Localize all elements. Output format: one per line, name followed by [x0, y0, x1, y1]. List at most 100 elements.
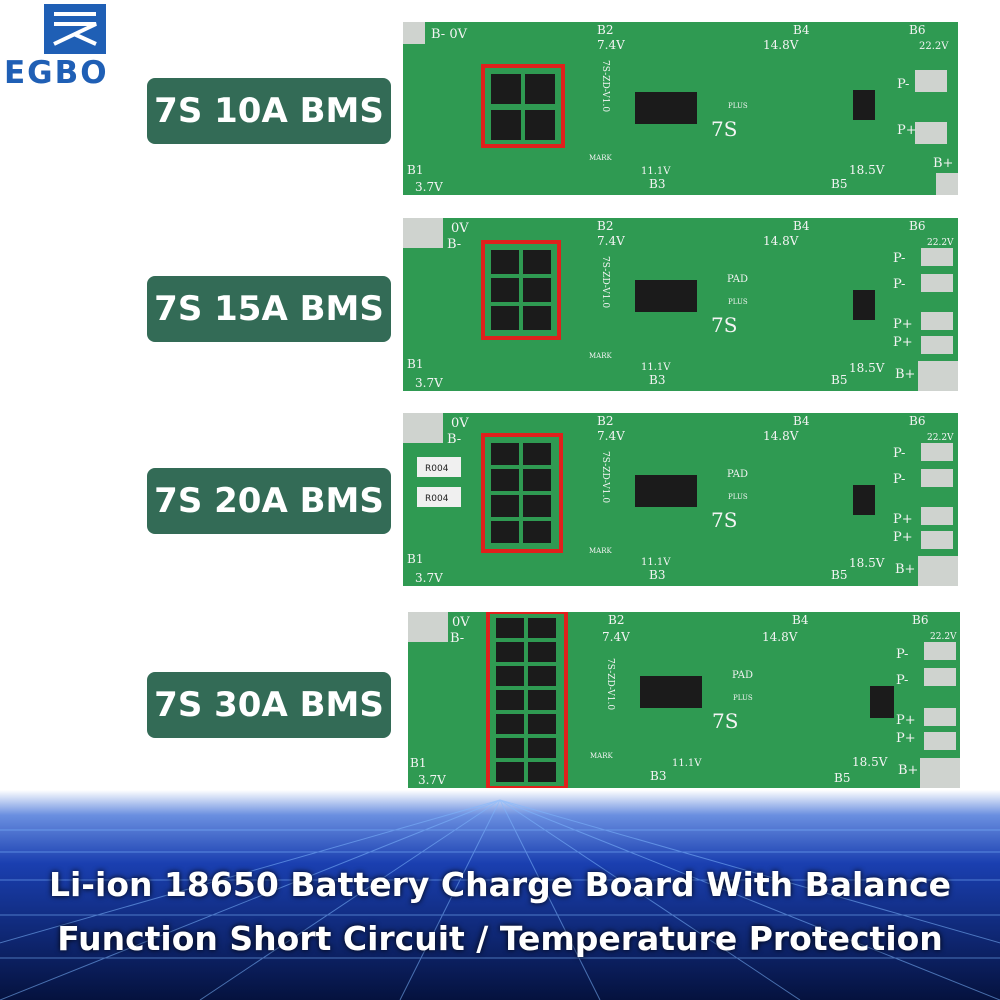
- pcb-board-15a: 0V B- B2 7.4V B4 14.8V B6 22.2V P- P- P+…: [403, 218, 958, 391]
- board-label-mark: MARK: [589, 352, 612, 360]
- board-label-b-minus: B-: [450, 631, 464, 646]
- mosfet-highlight-box: [481, 433, 563, 553]
- board-label-7s: 7S: [711, 508, 737, 532]
- board-label-b1: B1: [407, 163, 423, 177]
- board-label-p-plus-1: P+: [896, 713, 916, 728]
- board-label-222v: 22.2V: [919, 41, 949, 52]
- board-label-version: 7S-ZD-V1.0: [600, 451, 610, 503]
- board-label-222v: 22.2V: [927, 433, 954, 443]
- board-label-p-plus: P+: [897, 123, 917, 138]
- board-label-111v: 11.1V: [641, 362, 671, 373]
- board-label-b-plus: B+: [933, 156, 953, 171]
- board-label-37v: 3.7V: [415, 180, 443, 194]
- egbo-logo: EGBO: [4, 4, 154, 91]
- board-label-148v: 14.8V: [763, 234, 799, 248]
- board-label-222v: 22.2V: [930, 632, 957, 642]
- board-label-b3: B3: [649, 373, 665, 387]
- board-label-7s: 7S: [712, 709, 738, 733]
- board-label-p-plus-2: P+: [893, 530, 913, 545]
- board-label-b4: B4: [792, 613, 809, 627]
- board-label-pad: PAD: [727, 469, 748, 480]
- board-label-185v: 18.5V: [852, 755, 888, 769]
- board-label-b4: B4: [793, 23, 810, 37]
- board-label-version: 7S-ZD-V1.0: [605, 658, 615, 710]
- board-label-148v: 14.8V: [763, 38, 799, 52]
- pcb-board-20a: R004 R004 0V B- B2 7.4V B4 14.8V B6 22.2…: [403, 413, 958, 586]
- board-label-mark: MARK: [589, 154, 612, 162]
- board-label-b4: B4: [793, 219, 810, 233]
- board-label-pad: PAD: [732, 670, 753, 681]
- board-label-0v: 0V: [451, 221, 469, 236]
- board-label-b5: B5: [831, 568, 847, 582]
- product-caption: Li-ion 18650 Battery Charge Board With B…: [0, 858, 1000, 966]
- board-label-b-minus: B-: [447, 237, 461, 252]
- board-label-plus: PLUS: [728, 493, 748, 501]
- caption-line-2: Function Short Circuit / Temperature Pro…: [57, 919, 943, 958]
- board-label-74v: 7.4V: [602, 630, 630, 644]
- board-label-b-plus: B+: [895, 562, 915, 577]
- board-label-74v: 7.4V: [597, 234, 625, 248]
- board-label-b2: B2: [597, 414, 613, 428]
- board-label-148v: 14.8V: [762, 630, 798, 644]
- board-label-111v: 11.1V: [641, 166, 671, 177]
- product-label-20a: 7S 20A BMS: [147, 468, 391, 534]
- board-label-37v: 3.7V: [415, 376, 443, 390]
- resistor-label-2: R004: [425, 494, 449, 504]
- board-label-version: 7S-ZD-V1.0: [600, 256, 610, 308]
- board-label-0v: 0V: [452, 615, 470, 630]
- board-label-111v: 11.1V: [672, 758, 702, 769]
- board-label-b3: B3: [649, 568, 665, 582]
- board-label-7s: 7S: [711, 313, 737, 337]
- board-label-b1: B1: [410, 756, 426, 770]
- board-label-b0: B- 0V: [431, 27, 468, 42]
- board-label-p-minus: P-: [897, 77, 909, 92]
- board-label-185v: 18.5V: [849, 163, 885, 177]
- board-label-plus: PLUS: [733, 694, 753, 702]
- board-label-7s: 7S: [711, 117, 737, 141]
- board-label-p-minus-2: P-: [893, 277, 905, 292]
- mosfet-highlight-box: [481, 240, 561, 340]
- board-label-37v: 3.7V: [418, 773, 446, 787]
- board-label-b2: B2: [597, 23, 613, 37]
- product-label-30a: 7S 30A BMS: [147, 672, 391, 738]
- board-label-p-plus-2: P+: [893, 335, 913, 350]
- board-label-37v: 3.7V: [415, 571, 443, 585]
- board-label-b2: B2: [608, 613, 624, 627]
- board-label-74v: 7.4V: [597, 38, 625, 52]
- board-label-p-minus-1: P-: [896, 647, 908, 662]
- board-label-b3: B3: [650, 769, 666, 783]
- product-label-10a: 7S 10A BMS: [147, 78, 391, 144]
- board-label-b5: B5: [831, 177, 847, 191]
- board-label-p-plus-1: P+: [893, 317, 913, 332]
- board-label-222v: 22.2V: [927, 238, 954, 248]
- board-label-111v: 11.1V: [641, 557, 671, 568]
- pcb-board-30a: 0V B- B2 7.4V B4 14.8V B6 22.2V P- P- P+…: [408, 612, 960, 788]
- board-label-p-minus-1: P-: [893, 251, 905, 266]
- egbo-logo-mark-icon: [44, 4, 106, 54]
- board-label-b-minus: B-: [447, 432, 461, 447]
- mosfet-highlight-box: [486, 612, 568, 788]
- board-label-pad: PAD: [727, 274, 748, 285]
- board-label-b-plus: B+: [895, 367, 915, 382]
- board-label-version: 7S-ZD-V1.0: [600, 60, 610, 112]
- board-label-b4: B4: [793, 414, 810, 428]
- board-label-plus: PLUS: [728, 102, 748, 110]
- board-label-mark: MARK: [590, 752, 613, 760]
- board-label-b6: B6: [909, 219, 925, 233]
- board-label-p-plus-2: P+: [896, 731, 916, 746]
- brand-name: EGBO: [4, 55, 109, 91]
- resistor-label-1: R004: [425, 464, 449, 474]
- board-label-b6: B6: [909, 23, 925, 37]
- board-label-0v: 0V: [451, 416, 469, 431]
- board-label-b-plus: B+: [898, 763, 918, 778]
- mosfet-highlight-box: [481, 64, 565, 148]
- board-label-p-minus-2: P-: [896, 673, 908, 688]
- caption-line-1: Li-ion 18650 Battery Charge Board With B…: [48, 865, 952, 904]
- board-label-plus: PLUS: [728, 298, 748, 306]
- board-label-74v: 7.4V: [597, 429, 625, 443]
- board-label-p-minus-2: P-: [893, 472, 905, 487]
- board-label-b1: B1: [407, 357, 423, 371]
- tech-grid-background: [0, 790, 1000, 1000]
- board-label-b3: B3: [649, 177, 665, 191]
- board-label-b5: B5: [831, 373, 847, 387]
